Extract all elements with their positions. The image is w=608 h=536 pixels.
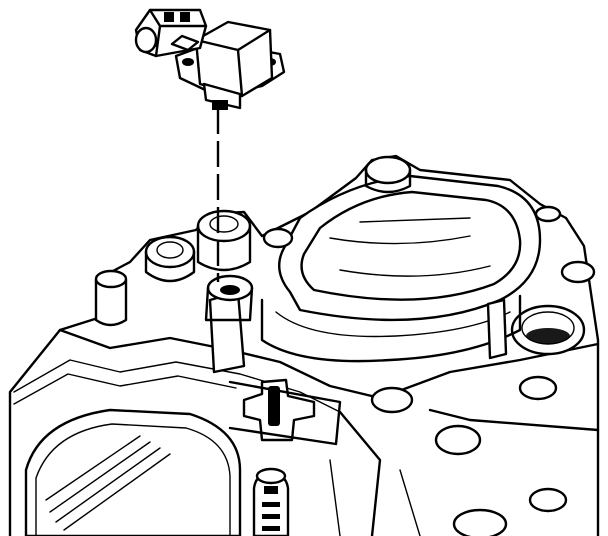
sensor-assembly: [134, 8, 286, 110]
manifold-runner-loop: [208, 155, 542, 374]
intake-manifold: [8, 154, 600, 536]
fuel-rail-port: [228, 378, 342, 446]
fuel-injector: [252, 467, 290, 536]
sensor-housing: [194, 20, 274, 110]
sensor-connector: [134, 8, 208, 58]
